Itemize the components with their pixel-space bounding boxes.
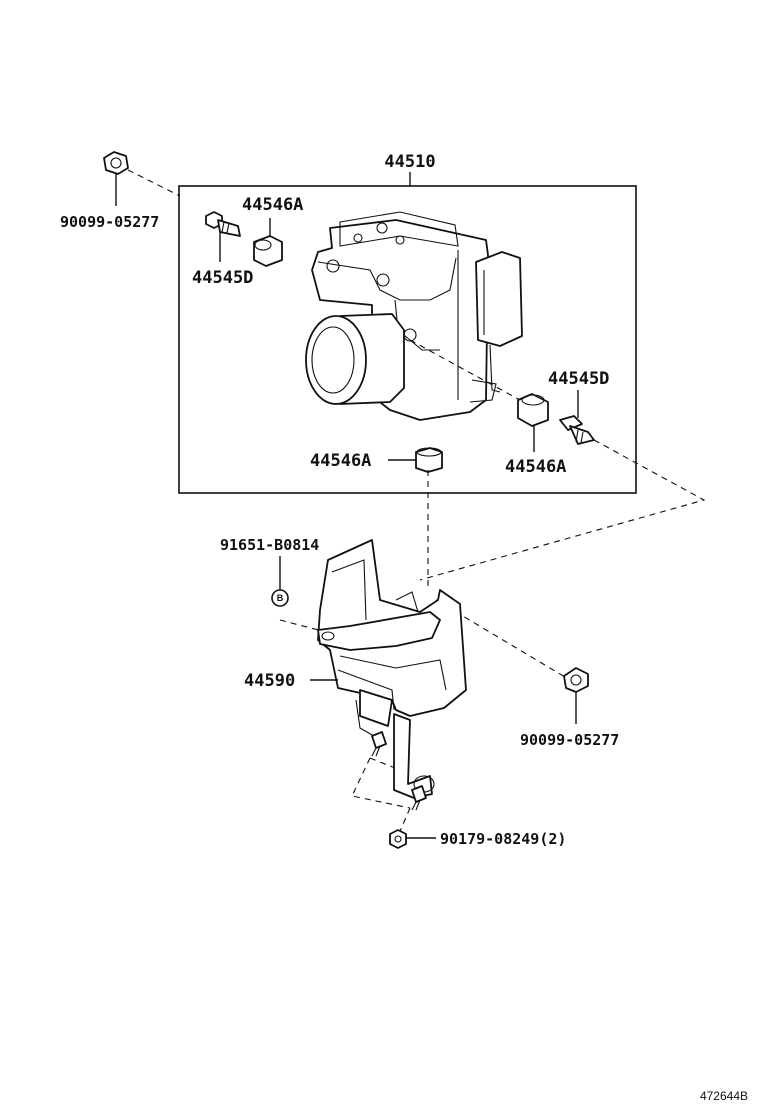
assembly-box	[178, 185, 637, 494]
label-44590: 44590	[244, 671, 295, 691]
label-44510: 44510	[384, 152, 435, 172]
bolt-44545D-left	[205, 211, 241, 237]
bracket-44590	[317, 539, 467, 811]
label-91651: 91651-B0814	[220, 536, 319, 554]
dashed-line-right-bolt	[409, 339, 706, 581]
label-90099-top-left: 90099-05277	[60, 213, 159, 231]
label-44545D-right: 44545D	[548, 369, 609, 389]
dashed-line-screw-to-box	[127, 169, 181, 197]
sleeve-44546A-top	[253, 235, 283, 267]
label-44546A-right: 44546A	[505, 457, 566, 477]
label-90099-right: 90099-05277	[520, 731, 619, 749]
dashed-line-bracket-left-bolt	[279, 619, 327, 633]
label-44546A-top: 44546A	[242, 195, 303, 215]
label-44545D-left: 44545D	[192, 268, 253, 288]
label-90179: 90179-08249(2)	[440, 830, 566, 848]
bolt-marker-letter: B	[277, 593, 284, 603]
nut-90179	[389, 829, 407, 849]
sleeve-44546A-right	[517, 393, 549, 427]
abs-actuator	[305, 211, 523, 421]
label-44546A-bottom: 44546A	[310, 451, 371, 471]
bolt-44545D-right	[559, 415, 595, 445]
sleeve-44546A-bottom	[415, 447, 443, 473]
screw-90099-top-left	[103, 151, 129, 175]
figure-id: 472644B	[700, 1089, 748, 1103]
bolt-marker-circle	[271, 589, 289, 607]
screw-90099-right	[563, 667, 589, 693]
